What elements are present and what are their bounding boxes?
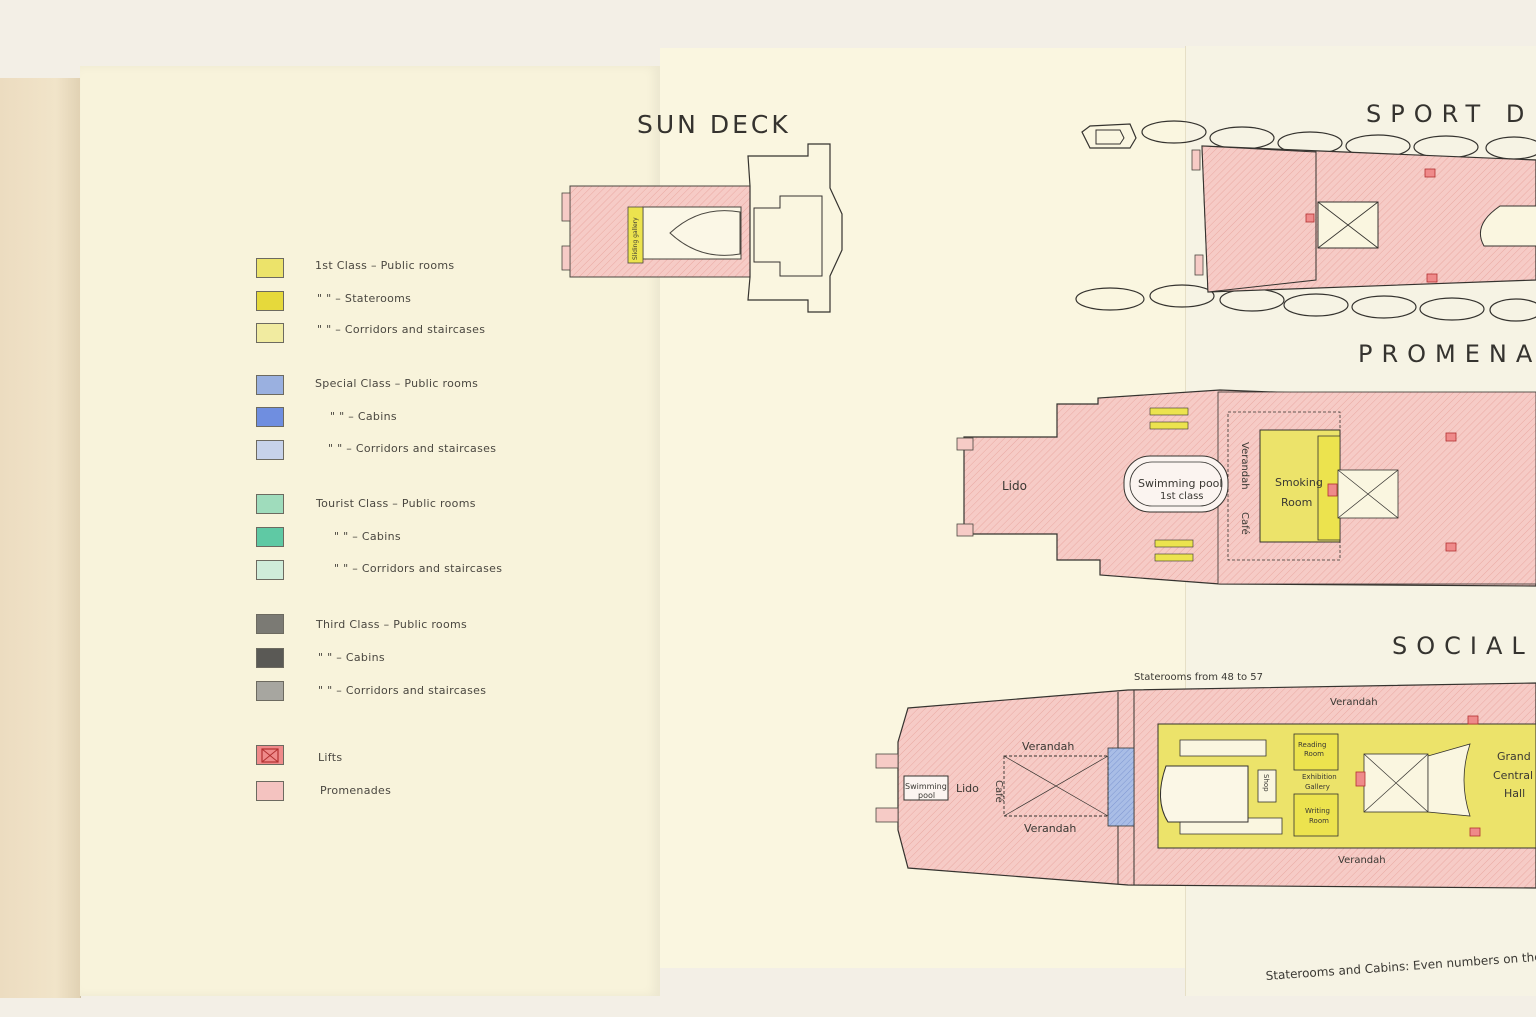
legend-label: " " – Corridors and staircases (317, 323, 486, 336)
social-label-hall: Hall (1504, 787, 1525, 800)
promenade-label-pool-class: 1st class (1160, 491, 1204, 502)
social-label-cafe: Café (993, 780, 1005, 803)
legend-label: " " – Staterooms (317, 292, 412, 305)
social-label-verandah: Verandah (1024, 822, 1076, 835)
social-label-central: Central (1493, 769, 1533, 782)
social-deck-title: SOCIAL (1392, 632, 1534, 660)
legend-swatch (256, 407, 284, 427)
social-label-pool: pool (918, 791, 935, 800)
legend-swatch (256, 527, 284, 547)
social-label-writing: Writing (1305, 807, 1330, 815)
social-label-verandah: Verandah (1338, 855, 1386, 866)
legend-swatch (256, 494, 284, 514)
legend-swatch (256, 375, 284, 395)
social-label-verandah: Verandah (1022, 740, 1074, 753)
legend-swatch (256, 648, 284, 668)
legend-label: " " – Cabins (330, 410, 397, 423)
sun-deck-plan: Sliding gallery (561, 143, 843, 313)
legend-label: " " – Corridors and staircases (328, 442, 497, 455)
promenade-label-pool: Swimming pool (1138, 477, 1222, 490)
social-label-shop: Shop (1262, 774, 1270, 792)
legend-label: Tourist Class – Public rooms (316, 497, 476, 510)
social-deck-plan: Staterooms from 48 to 57 Swimming pool L… (875, 672, 1536, 889)
legend-swatch (256, 681, 284, 701)
promenade-label-room: Room (1281, 496, 1312, 509)
legend-label: 1st Class – Public rooms (315, 259, 455, 272)
promenade-deck-title: PROMENA (1358, 340, 1536, 368)
legend-swatch (256, 440, 284, 460)
legend-label: Promenades (320, 784, 392, 797)
promenade-label-verandah: Verandah (1239, 442, 1250, 490)
sport-deck-title: SPORT D (1366, 100, 1534, 128)
social-label-grand: Grand (1497, 750, 1531, 763)
lift-icon (261, 748, 279, 763)
legend-label: Lifts (318, 751, 343, 764)
sun-deck-title: SUN DECK (637, 110, 791, 139)
social-label-staterooms-note: Staterooms from 48 to 57 (1134, 672, 1263, 683)
social-label-reading: Reading (1298, 741, 1326, 749)
social-label-exhibition: Exhibition (1302, 773, 1337, 781)
legend-swatch (256, 560, 284, 580)
sun-deck-label: Sliding gallery (632, 217, 639, 260)
social-label-writing-room: Room (1309, 817, 1329, 825)
social-label-lido: Lido (956, 782, 979, 795)
promenade-label-cafe: Café (1239, 512, 1251, 535)
legend-label: Third Class – Public rooms (316, 618, 468, 631)
social-label-swimming: Swimming (905, 782, 947, 791)
footer-note: Staterooms and Cabins: Even numbers on t… (1265, 950, 1536, 983)
social-label-reading-room: Room (1304, 750, 1324, 758)
promenade-label-smoking: Smoking (1275, 476, 1323, 489)
legend-swatch (256, 781, 284, 801)
legend-label: " " – Cabins (318, 651, 385, 664)
legend-label: " " – Cabins (334, 530, 401, 543)
promenade-deck-plan: Lido Swimming pool 1st class Verandah Ca… (956, 389, 1536, 587)
legend-swatch (256, 614, 284, 634)
social-label-gallery: Gallery (1305, 783, 1330, 791)
legend-label: " " – Corridors and staircases (334, 562, 503, 575)
promenade-label-lido: Lido (1002, 479, 1027, 493)
lift-swatch (256, 745, 284, 765)
legend-label: Special Class – Public rooms (315, 377, 479, 390)
sport-deck-plan (1075, 120, 1536, 322)
social-label-verandah: Verandah (1330, 697, 1378, 708)
legend-swatch (256, 323, 284, 343)
legend-swatch (256, 258, 284, 278)
legend-swatch (256, 291, 284, 311)
legend-label: " " – Corridors and staircases (318, 684, 487, 697)
